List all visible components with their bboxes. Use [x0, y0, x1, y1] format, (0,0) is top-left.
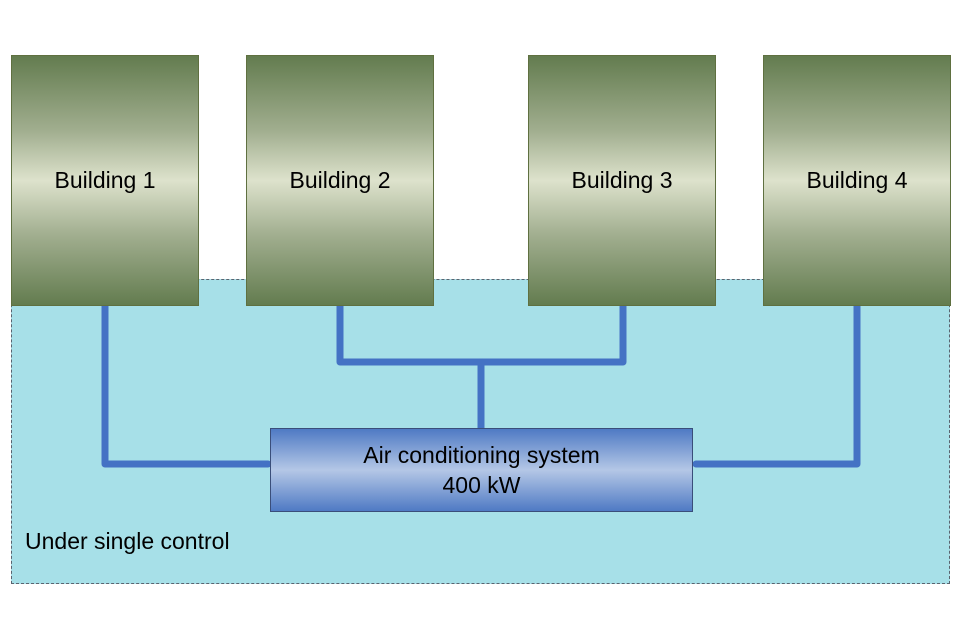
pipe-building-4 — [692, 302, 861, 468]
pipe-building-1 — [101, 302, 272, 468]
system-title: Air conditioning system — [363, 442, 600, 468]
air-conditioning-system: Air conditioning system 400 kW — [270, 428, 693, 512]
zone-label: Under single control — [25, 528, 230, 554]
building-2-label: Building 2 — [289, 167, 391, 193]
building-3-label: Building 3 — [571, 167, 673, 193]
building-4: Building 4 — [763, 55, 951, 306]
system-capacity: 400 kW — [442, 472, 521, 498]
building-3: Building 3 — [528, 55, 716, 306]
building-1: Building 1 — [11, 55, 199, 306]
building-2: Building 2 — [246, 55, 434, 306]
building-4-label: Building 4 — [806, 167, 908, 193]
pipe-building-2-3 — [336, 302, 627, 366]
building-1-label: Building 1 — [54, 167, 156, 193]
